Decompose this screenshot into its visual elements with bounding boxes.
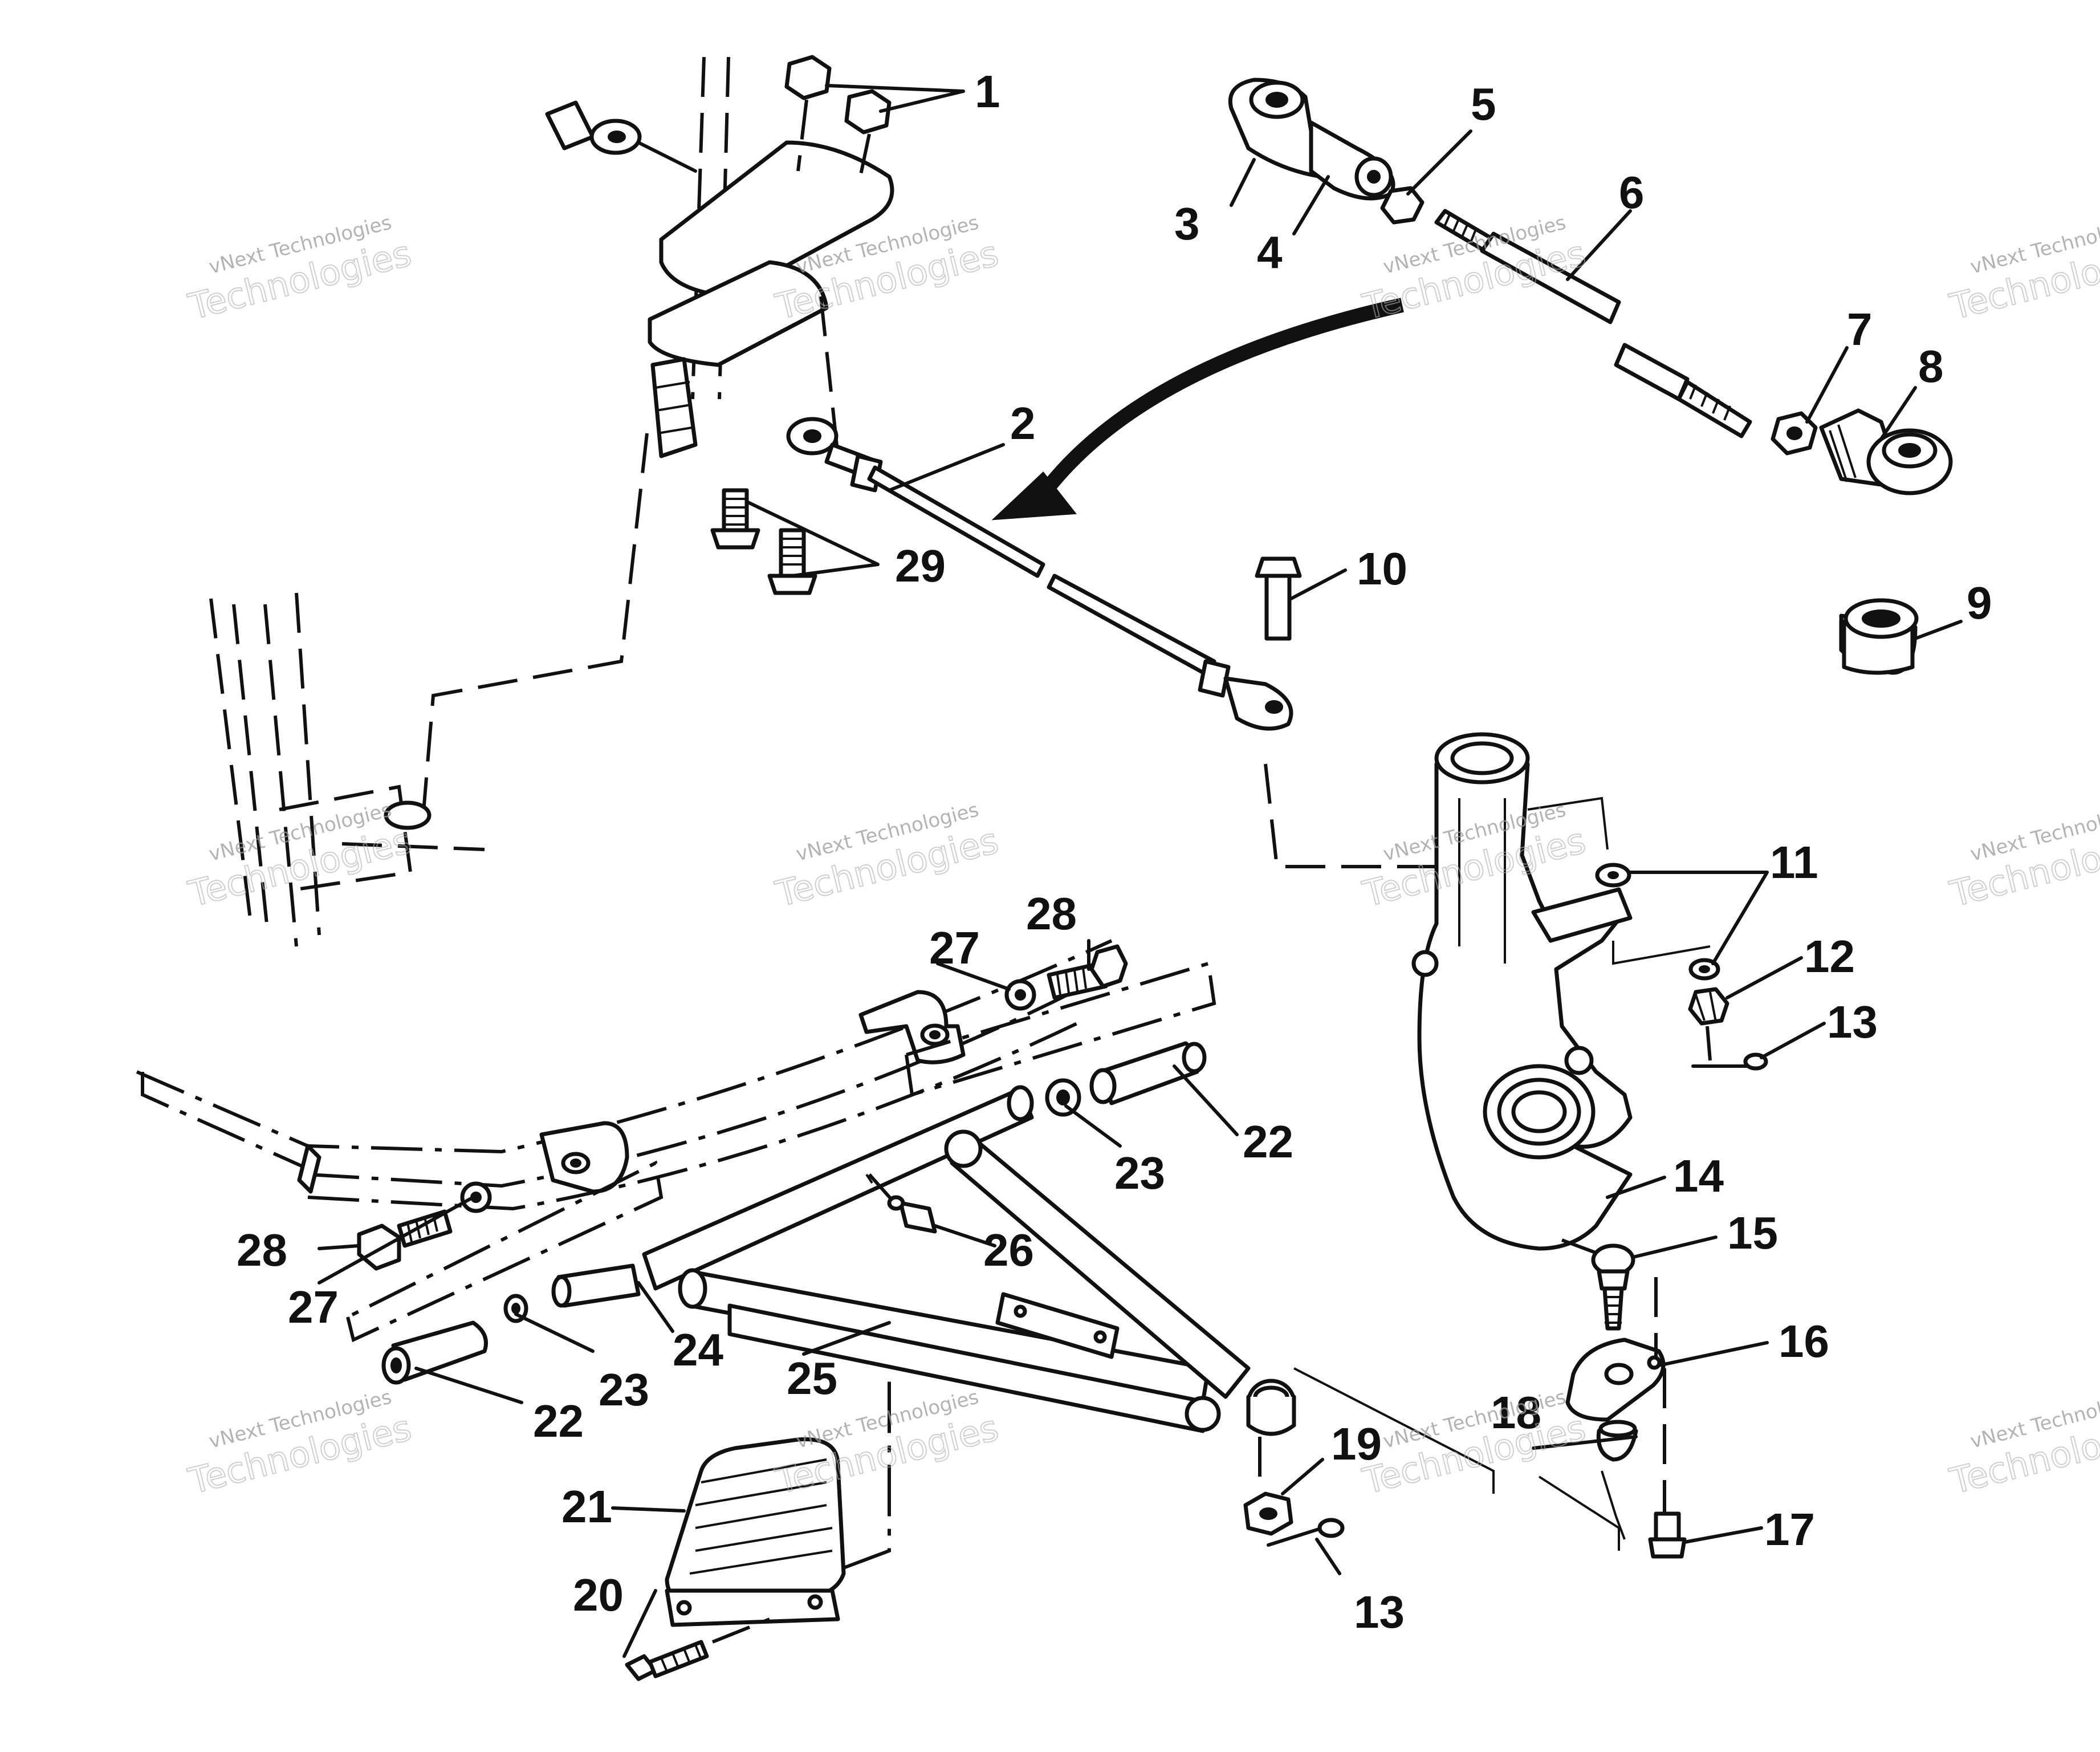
- callout-28b: 28: [237, 1225, 287, 1275]
- part-10-bolt: [1255, 556, 1302, 641]
- part-1-nuts: [784, 55, 892, 189]
- callout-5: 5: [1471, 79, 1496, 129]
- callout-1: 1: [975, 66, 1000, 117]
- callout-27: 27: [929, 922, 980, 973]
- callout-25: 25: [787, 1353, 837, 1404]
- bracket-lower: [346, 1121, 664, 1343]
- part-29-bolts: [710, 488, 817, 595]
- callout-12: 12: [1804, 931, 1855, 982]
- part-14-spindle: [1264, 732, 1633, 1251]
- callout-9: 9: [1967, 578, 1992, 628]
- parts-22-24-bushings: [381, 1041, 1207, 1385]
- leader-lines: [318, 84, 1963, 1658]
- callout-22: 22: [533, 1396, 584, 1446]
- parts-11-13-washers-nut-pin: [1527, 796, 1768, 1071]
- callout-24: 24: [673, 1324, 723, 1375]
- callout-20: 20: [573, 1570, 624, 1620]
- callout-18: 18: [1491, 1387, 1541, 1438]
- part-2-tie-rod: [786, 417, 1293, 731]
- callout-labels: 1 2 3 4 5 6 7 8 9 10 11 12 13 14 15 16 1…: [237, 66, 1992, 1637]
- callout-6: 6: [1619, 167, 1645, 218]
- callout-29: 29: [895, 540, 946, 591]
- callout-28: 28: [1026, 888, 1077, 939]
- callout-17: 17: [1764, 1504, 1815, 1555]
- callout-15: 15: [1727, 1208, 1778, 1258]
- callout-14: 14: [1673, 1151, 1724, 1201]
- parts-19-13-lower: [1243, 1367, 1620, 1551]
- callout-10: 10: [1357, 543, 1407, 594]
- part-9-bushing: [1839, 598, 1919, 675]
- part-20-screw: [625, 1617, 771, 1681]
- callout-26: 26: [983, 1225, 1034, 1275]
- steering-post-phantom: [209, 56, 730, 947]
- callout-16: 16: [1779, 1316, 1829, 1367]
- tie-rod-end-left-small: [545, 100, 697, 173]
- callout-3: 3: [1174, 198, 1200, 249]
- callout-4: 4: [1257, 227, 1283, 278]
- callout-22b: 22: [1243, 1116, 1293, 1167]
- callout-8: 8: [1918, 341, 1944, 392]
- callout-19: 19: [1331, 1418, 1382, 1469]
- part-21-skid-plate: [665, 1380, 891, 1627]
- callout-11: 11: [1770, 837, 1818, 888]
- bracket-upper: [858, 961, 1216, 1097]
- part-25-a-arm: [642, 1085, 1296, 1436]
- parts-3-8-tie-rod-exploded: [1228, 78, 1953, 495]
- callout-7: 7: [1847, 304, 1873, 355]
- callout-23b: 23: [1114, 1148, 1165, 1198]
- callout-13: 13: [1827, 997, 1878, 1047]
- parts-15-18-ball-joint: [1561, 1238, 1687, 1559]
- callout-13b: 13: [1354, 1587, 1405, 1637]
- callout-27b: 27: [288, 1282, 339, 1332]
- part-26-grease-fitting: [868, 1173, 937, 1234]
- callout-21: 21: [561, 1481, 612, 1532]
- direction-arrow: [991, 298, 1404, 521]
- parts-27-28-upper: [1004, 944, 1128, 1011]
- callout-23: 23: [599, 1364, 649, 1415]
- callout-2: 2: [1010, 398, 1036, 449]
